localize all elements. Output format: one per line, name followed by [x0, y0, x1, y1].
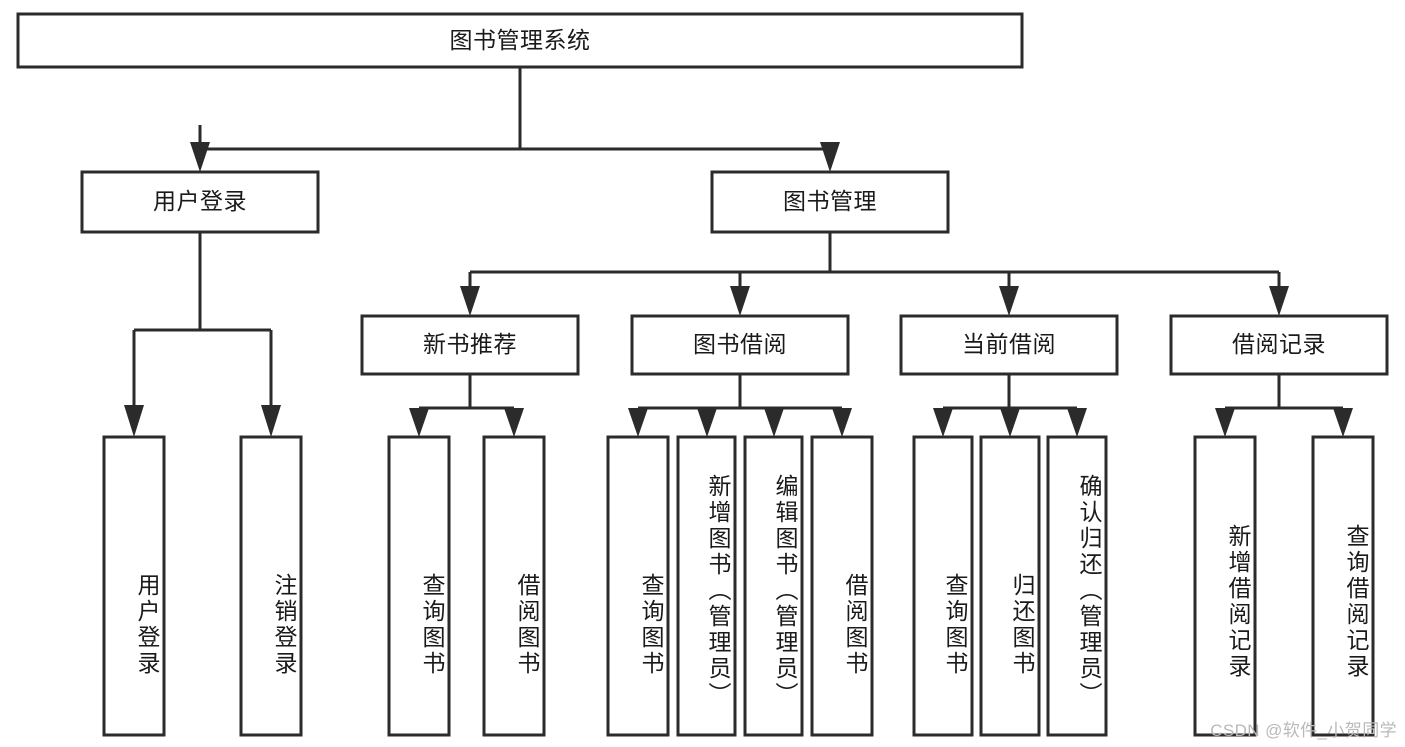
arrow-head-user-login: [190, 142, 210, 172]
connector-group-borrow-record: [1215, 374, 1353, 437]
arrow-head-leaf-logout-login: [261, 405, 281, 437]
csdn-watermark: CSDN @软件_小贺同学: [1210, 721, 1397, 740]
connector-group-current-borrow: [933, 374, 1087, 437]
arrow-head-leaf-return-book: [1000, 408, 1020, 437]
connector-group-new-book-recommend: [409, 374, 524, 437]
node-box-book-borrow[interactable]: [630, 314, 850, 376]
node-box-leaf-query-record[interactable]: [1311, 435, 1375, 737]
arrow-head-leaf-add-record: [1215, 408, 1235, 437]
arrow-head-leaf-query-book-2: [628, 408, 648, 437]
node-box-leaf-borrow-book-2[interactable]: [810, 435, 874, 737]
arrow-head-book-borrow: [730, 286, 750, 316]
node-box-user-login[interactable]: [80, 170, 320, 234]
connector-group-book-management: [460, 232, 1289, 316]
connector-group-root: [190, 67, 840, 172]
arrow-head-leaf-borrow-book-1: [504, 408, 524, 437]
node-box-leaf-edit-book[interactable]: [743, 435, 804, 737]
node-box-leaf-add-book[interactable]: [676, 435, 737, 737]
node-box-leaf-logout-login[interactable]: [239, 435, 303, 737]
arrow-head-borrow-record: [1269, 286, 1289, 316]
arrow-head-book-mgmt: [820, 142, 840, 172]
node-box-leaf-user-login[interactable]: [102, 435, 166, 737]
arrow-head-leaf-user-login: [124, 405, 144, 437]
node-box-leaf-add-record[interactable]: [1193, 435, 1257, 737]
node-box-leaf-query-book-1[interactable]: [387, 435, 451, 737]
node-box-book-management[interactable]: [710, 170, 950, 234]
node-box-leaf-return-book[interactable]: [979, 435, 1041, 737]
arrow-head-current-borrow: [999, 286, 1019, 316]
node-box-leaf-query-book-2[interactable]: [606, 435, 670, 737]
arrow-head-leaf-query-book-3: [933, 408, 953, 437]
arrow-head-leaf-query-record: [1333, 408, 1353, 437]
arrow-head-leaf-add-book: [697, 408, 717, 437]
node-box-leaf-query-book-3[interactable]: [912, 435, 974, 737]
arrow-head-leaf-edit-book: [764, 408, 784, 437]
arrow-head-leaf-borrow-book-2: [832, 408, 852, 437]
connector-group-book-borrow: [628, 374, 852, 437]
arrow-head-leaf-query-book-1: [409, 408, 429, 437]
node-box-borrow-record[interactable]: [1169, 314, 1389, 376]
arrow-head-new-book-recommend: [460, 286, 480, 316]
node-box-new-book-recommend[interactable]: [360, 314, 580, 376]
node-box-root[interactable]: [16, 12, 1024, 69]
node-box-leaf-confirm-return[interactable]: [1046, 435, 1108, 737]
node-box-current-borrow[interactable]: [899, 314, 1119, 376]
connector-group-user-login: [124, 232, 281, 437]
node-box-leaf-borrow-book-1[interactable]: [482, 435, 546, 737]
arrow-head-leaf-confirm-return: [1067, 408, 1087, 437]
